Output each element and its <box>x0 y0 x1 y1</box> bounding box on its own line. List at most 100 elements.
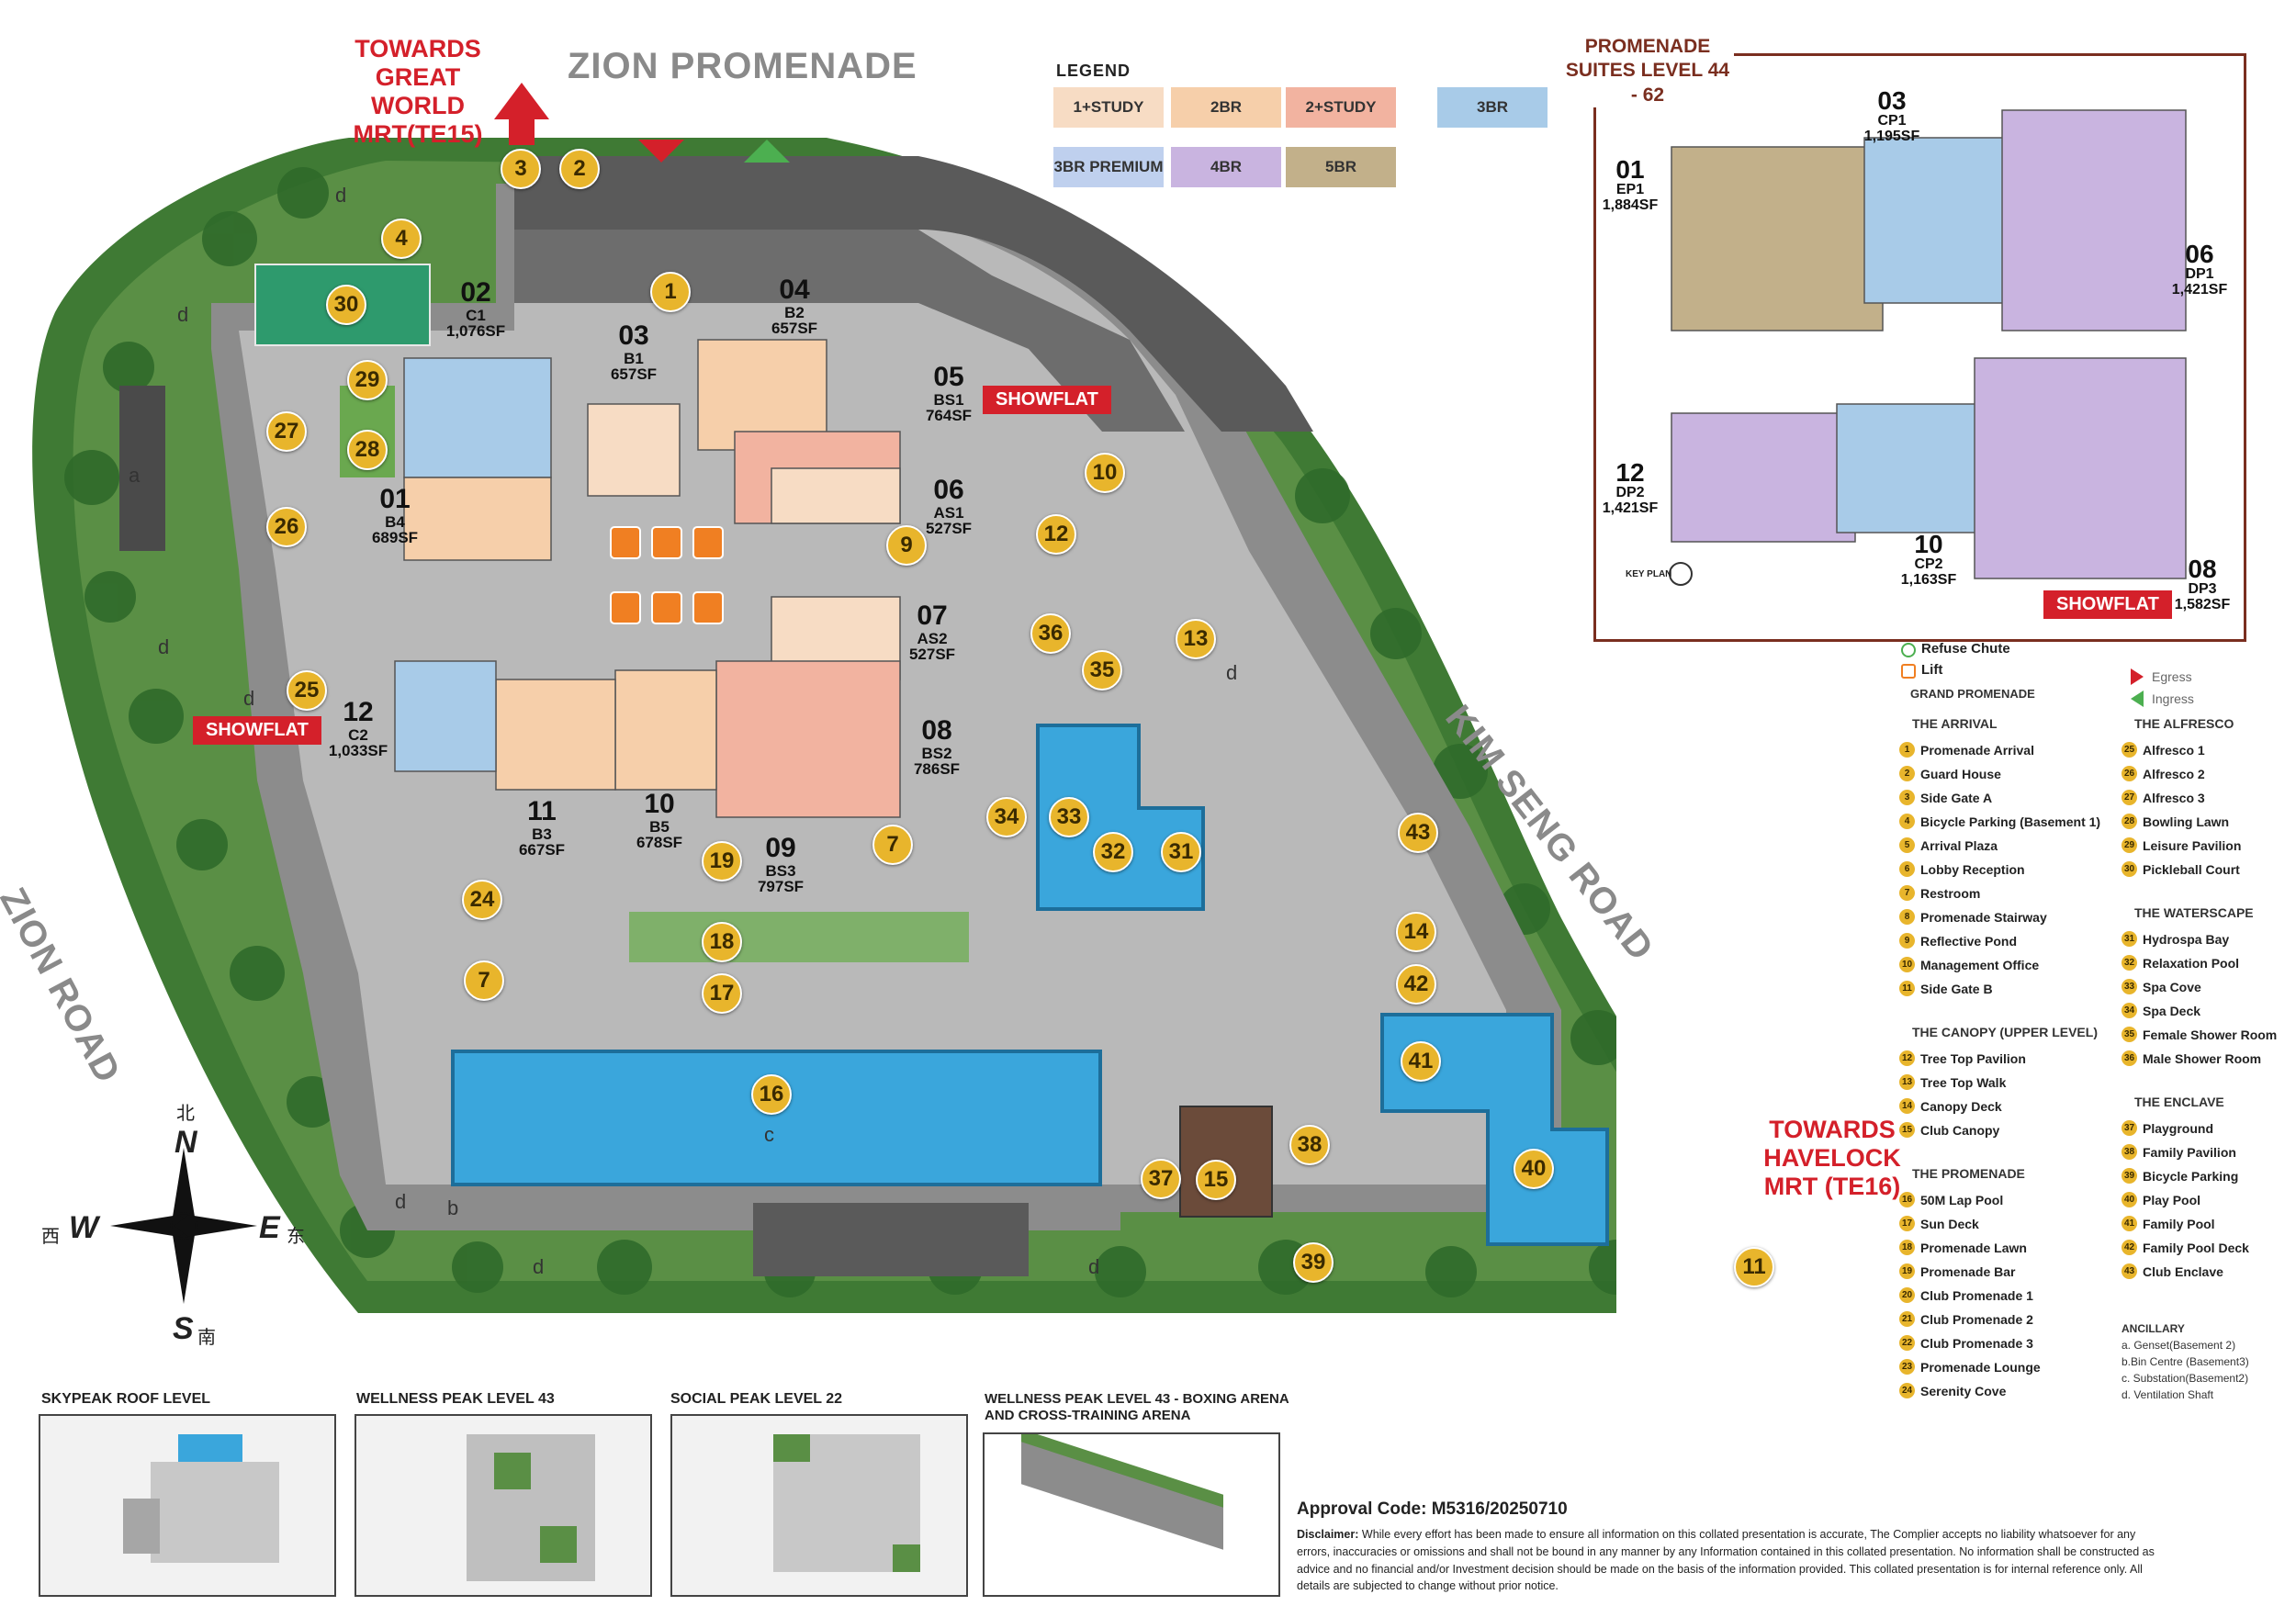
facility-marker-28[interactable]: 28 <box>347 430 388 470</box>
key-item-number-badge: 25 <box>2122 742 2137 758</box>
key-item-label: Tree Top Pavilion <box>1920 1050 2026 1066</box>
facility-marker-41[interactable]: 41 <box>1401 1041 1441 1082</box>
facility-marker-33[interactable]: 33 <box>1049 797 1089 837</box>
facility-marker-27[interactable]: 27 <box>266 411 307 452</box>
facility-marker-31[interactable]: 31 <box>1161 832 1201 872</box>
facility-marker-38[interactable]: 38 <box>1289 1125 1330 1165</box>
facility-marker-17[interactable]: 17 <box>702 973 742 1014</box>
facility-marker-9[interactable]: 9 <box>886 525 927 566</box>
key-item-number-badge: 31 <box>2122 931 2137 947</box>
ancillary-head: ANCILLARY <box>2122 1322 2185 1335</box>
key-item-label: Alfresco 3 <box>2143 790 2205 805</box>
facility-marker-35[interactable]: 35 <box>1082 650 1122 691</box>
key-item-number-badge: 33 <box>2122 979 2137 994</box>
key-item-number-badge: 40 <box>2122 1192 2137 1207</box>
compass-e: E <box>259 1210 280 1245</box>
facility-marker-7b[interactable]: 7 <box>464 960 504 1001</box>
ingress-label: Ingress <box>2152 691 2194 706</box>
compass-w-cn: 西 <box>41 1227 60 1247</box>
facility-marker-26[interactable]: 26 <box>266 507 307 547</box>
inset-title-social: SOCIAL PEAK LEVEL 22 <box>670 1391 843 1407</box>
facility-marker-37[interactable]: 37 <box>1141 1159 1181 1199</box>
facility-marker-18[interactable]: 18 <box>702 922 742 962</box>
key-item-label: Promenade Lounge <box>1920 1359 2041 1375</box>
key-item-number-badge: 17 <box>1899 1216 1915 1231</box>
facility-marker-30[interactable]: 30 <box>326 285 366 325</box>
disclaimer-label: Disclaimer: <box>1297 1528 1359 1541</box>
facility-marker-15[interactable]: 15 <box>1196 1160 1236 1200</box>
compass-s-cn: 南 <box>197 1328 216 1348</box>
facility-marker-25[interactable]: 25 <box>287 670 327 711</box>
key-item-number-badge: 41 <box>2122 1216 2137 1231</box>
facility-marker-2[interactable]: 2 <box>559 149 600 189</box>
facility-marker-39[interactable]: 39 <box>1293 1242 1334 1283</box>
refuse-chute-label: Refuse Chute <box>1921 641 2010 657</box>
key-item-label: 50M Lap Pool <box>1920 1192 2004 1207</box>
facility-marker-11[interactable]: 11 <box>1734 1247 1774 1287</box>
facility-marker-10[interactable]: 10 <box>1085 453 1125 493</box>
facility-marker-36[interactable]: 36 <box>1030 613 1071 654</box>
facility-marker-7[interactable]: 7 <box>872 825 913 865</box>
ancillary-d-1: d <box>335 184 347 207</box>
legend-1-study: 1+STUDY <box>1053 87 1164 128</box>
key-item-label: Restroom <box>1920 885 1981 901</box>
facility-marker-13[interactable]: 13 <box>1176 619 1216 659</box>
compass-n: N <box>174 1125 197 1160</box>
facility-marker-4[interactable]: 4 <box>381 219 422 259</box>
key-item-label: Club Canopy <box>1920 1122 2000 1138</box>
facility-marker-3[interactable]: 3 <box>501 149 541 189</box>
inset-boxing <box>983 1432 1280 1597</box>
unit-block-06 <box>771 467 901 524</box>
facility-marker-32[interactable]: 32 <box>1093 832 1133 872</box>
facility-marker-34[interactable]: 34 <box>986 797 1027 837</box>
refuse-chute-icon <box>1901 643 1916 657</box>
facility-marker-16[interactable]: 16 <box>751 1074 792 1115</box>
legend-3br: 3BR <box>1437 87 1548 128</box>
facility-marker-40[interactable]: 40 <box>1514 1149 1554 1189</box>
facility-marker-14[interactable]: 14 <box>1396 912 1436 952</box>
key-item-label: Side Gate B <box>1920 981 1993 996</box>
key-item-label: Promenade Bar <box>1920 1263 2016 1279</box>
facility-marker-24[interactable]: 24 <box>462 880 502 920</box>
disclaimer-text: While every effort has been made to ensu… <box>1297 1528 2155 1593</box>
key-item-label: Play Pool <box>2143 1192 2201 1207</box>
inset-title-skypeak: SKYPEAK ROOF LEVEL <box>41 1391 211 1407</box>
ancillary-d-6: d <box>395 1190 407 1213</box>
facility-marker-43[interactable]: 43 <box>1398 813 1438 853</box>
ancillary-b-item: b.Bin Centre (Basement3) <box>2122 1355 2249 1368</box>
facility-marker-1[interactable]: 1 <box>650 272 691 312</box>
egress-marker <box>638 140 684 163</box>
key-item-label: Sun Deck <box>1920 1216 1979 1231</box>
unit-block-01 <box>403 357 552 478</box>
key-group-head: THE PROMENADE <box>1912 1166 2025 1181</box>
legend-4br: 4BR <box>1171 147 1281 187</box>
facility-marker-29[interactable]: 29 <box>347 360 388 400</box>
facility-marker-12[interactable]: 12 <box>1036 514 1076 555</box>
key-item-label: Club Promenade 2 <box>1920 1311 2033 1327</box>
key-item: 15 Club Canopy <box>1899 1122 1999 1138</box>
key-item-number-badge: 15 <box>1899 1122 1915 1138</box>
legend-5br: 5BR <box>1286 147 1396 187</box>
facility-marker-42[interactable]: 42 <box>1396 964 1436 1005</box>
ancillary-d-8: d <box>1088 1255 1100 1278</box>
ingress-icon <box>2131 691 2144 707</box>
key-item-number-badge: 9 <box>1899 933 1915 949</box>
facility-marker-19[interactable]: 19 <box>702 841 742 881</box>
showflat-label-12: SHOWFLAT <box>193 716 321 745</box>
ancillary-a-item: a. Genset(Basement 2) <box>2122 1339 2236 1352</box>
key-item-number-badge: 21 <box>1899 1311 1915 1327</box>
